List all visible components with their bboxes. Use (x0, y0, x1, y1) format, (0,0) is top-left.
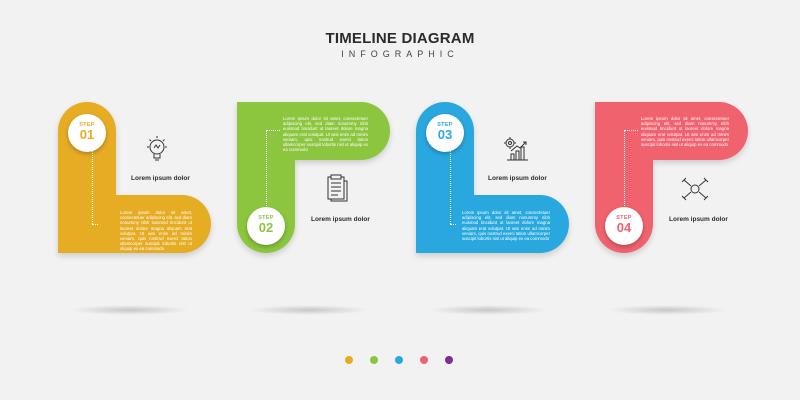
step-01-badge: STEP 01 (68, 114, 106, 152)
step-04-label: STEP (616, 215, 632, 221)
step-01: Lorem ipsum dolor sit amet, consectetuer… (58, 102, 218, 257)
clipboard-icon (323, 173, 351, 208)
diagram-subtitle: INFOGRAPHIC (341, 49, 459, 59)
pagination-dot[interactable] (345, 356, 353, 364)
step-03-description: Lorem ipsum dolor sit amet, consectetuer… (462, 210, 550, 242)
step-01-label: STEP (79, 122, 95, 128)
diagram-title: TIMELINE DIAGRAM (325, 30, 475, 47)
step-03-label: STEP (437, 122, 453, 128)
pagination-dot[interactable] (420, 356, 428, 364)
pagination-dot[interactable] (445, 356, 453, 364)
step-04-badge: STEP 04 (605, 207, 643, 245)
step-01-number: 01 (79, 127, 95, 142)
step-02-icon-label: Lorem ipsum dolor (311, 216, 370, 223)
step-03: Lorem ipsum dolor sit amet, consectetuer… (416, 102, 576, 257)
step-01-description: Lorem ipsum dolor sit amet, consectetuer… (120, 210, 192, 252)
step-01-icon-label: Lorem ipsum dolor (131, 175, 190, 182)
step-04: Lorem ipsum dolor sit amet, consectetuer… (595, 102, 755, 257)
step-02: Lorem ipsum dolor sit amet, consectetuer… (237, 102, 397, 257)
step-02-floor-shadow (249, 305, 369, 315)
teamwork-hands-icon (680, 174, 710, 209)
step-01-floor-shadow (70, 305, 190, 315)
step-04-icon-label: Lorem ipsum dolor (669, 216, 728, 223)
pagination-dot[interactable] (395, 356, 403, 364)
step-02-description: Lorem ipsum dolor sit amet, consectetuer… (283, 116, 368, 153)
step-04-number: 04 (616, 220, 632, 235)
step-03-badge: STEP 03 (426, 114, 464, 152)
lightbulb-icon (143, 134, 171, 169)
step-04-floor-shadow (607, 305, 727, 315)
growth-chart-gear-icon (501, 134, 531, 169)
step-02-badge: STEP 02 (247, 207, 285, 245)
step-03-floor-shadow (428, 305, 548, 315)
step-04-description: Lorem ipsum dolor sit amet, consectetuer… (641, 116, 729, 148)
pagination-dot[interactable] (370, 356, 378, 364)
step-03-icon-label: Lorem ipsum dolor (488, 175, 547, 182)
step-02-label: STEP (258, 215, 274, 221)
step-03-number: 03 (437, 127, 453, 142)
step-02-number: 02 (258, 220, 274, 235)
